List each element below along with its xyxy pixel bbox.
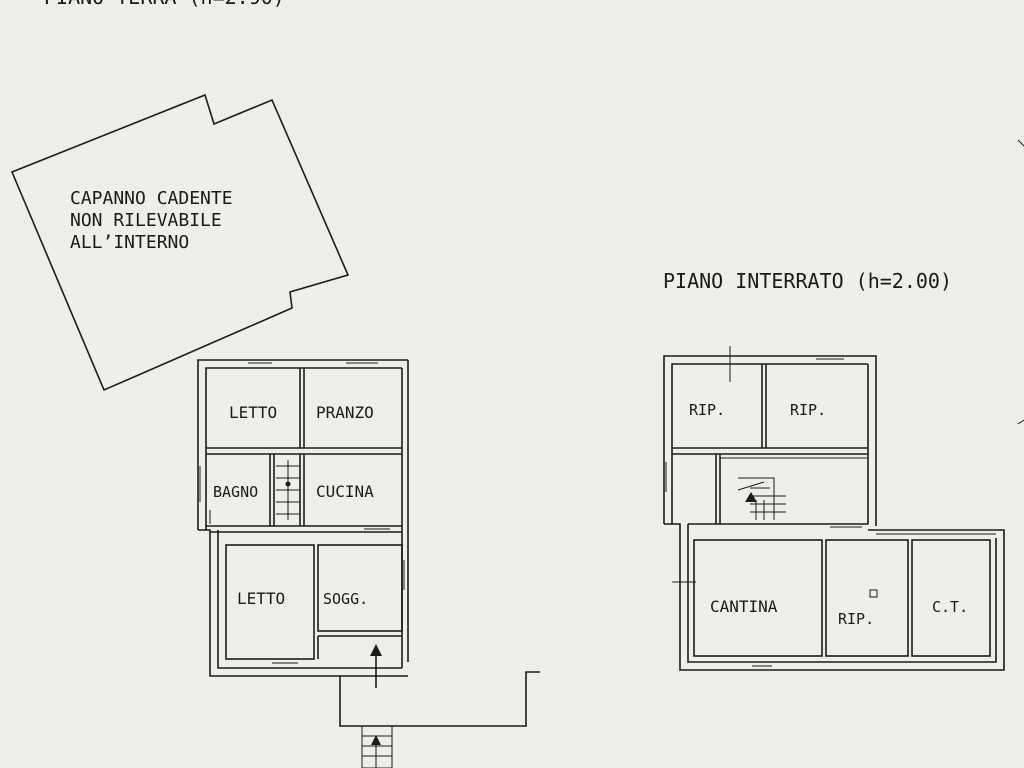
- ground-floor-plan: [197, 359, 540, 768]
- ground-floor-title: PIANO TERRA (h=2.90): [44, 0, 285, 9]
- shed-label-line3: ALL’INTERNO: [70, 232, 189, 253]
- shed-outline: [10, 93, 350, 392]
- room-rip-2: RIP.: [790, 401, 826, 419]
- basement-plan: [663, 139, 1024, 671]
- room-cantina: CANTINA: [710, 597, 778, 616]
- room-letto-top: LETTO: [229, 403, 277, 422]
- room-sogg: SOGG.: [323, 590, 368, 608]
- basement-title: PIANO INTERRATO (h=2.00): [663, 269, 952, 293]
- room-rip-1: RIP.: [689, 401, 725, 419]
- room-pranzo: PRANZO: [316, 403, 374, 422]
- shed-label-line1: CAPANNO CADENTE: [70, 188, 233, 209]
- room-letto-bottom: LETTO: [237, 589, 285, 608]
- room-bagno: BAGNO: [213, 483, 258, 501]
- shed-label-line2: NON RILEVABILE: [70, 210, 222, 231]
- room-cucina: CUCINA: [316, 482, 374, 501]
- room-ct: C.T.: [932, 598, 968, 616]
- room-rip-3: RIP.: [838, 610, 874, 628]
